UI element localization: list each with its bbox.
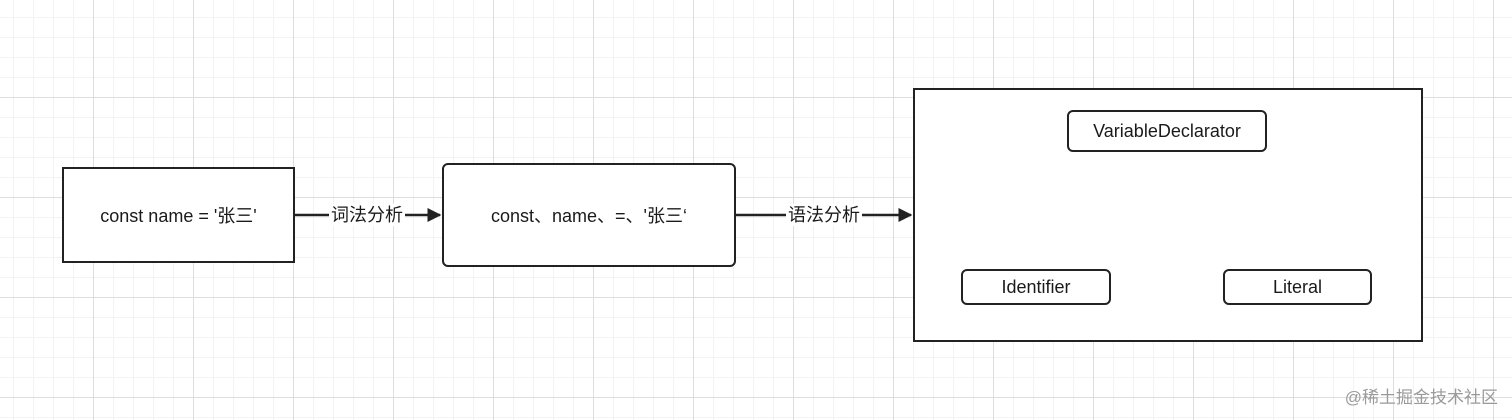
identifier-text: Identifier: [1001, 276, 1071, 297]
literal-text: Literal: [1272, 276, 1323, 297]
lexical-analysis-label: 词法分析: [329, 204, 405, 226]
variable-declarator-node: VariableDeclarator: [1067, 110, 1267, 152]
tokens-text: const、name、=、'张三‘: [491, 206, 687, 226]
watermark: @稀土掘金技术社区: [1344, 388, 1498, 407]
syntax-analysis-label: 语法分析: [786, 204, 862, 226]
variable-declarator-text: VariableDeclarator: [1093, 120, 1241, 141]
identifier-node: Identifier: [961, 269, 1111, 305]
source-code-box: const name = '张三': [62, 167, 295, 263]
tokens-box: const、name、=、'张三‘: [442, 163, 736, 267]
literal-node: Literal: [1223, 269, 1372, 305]
source-code-text: const name = '张三': [100, 206, 257, 226]
